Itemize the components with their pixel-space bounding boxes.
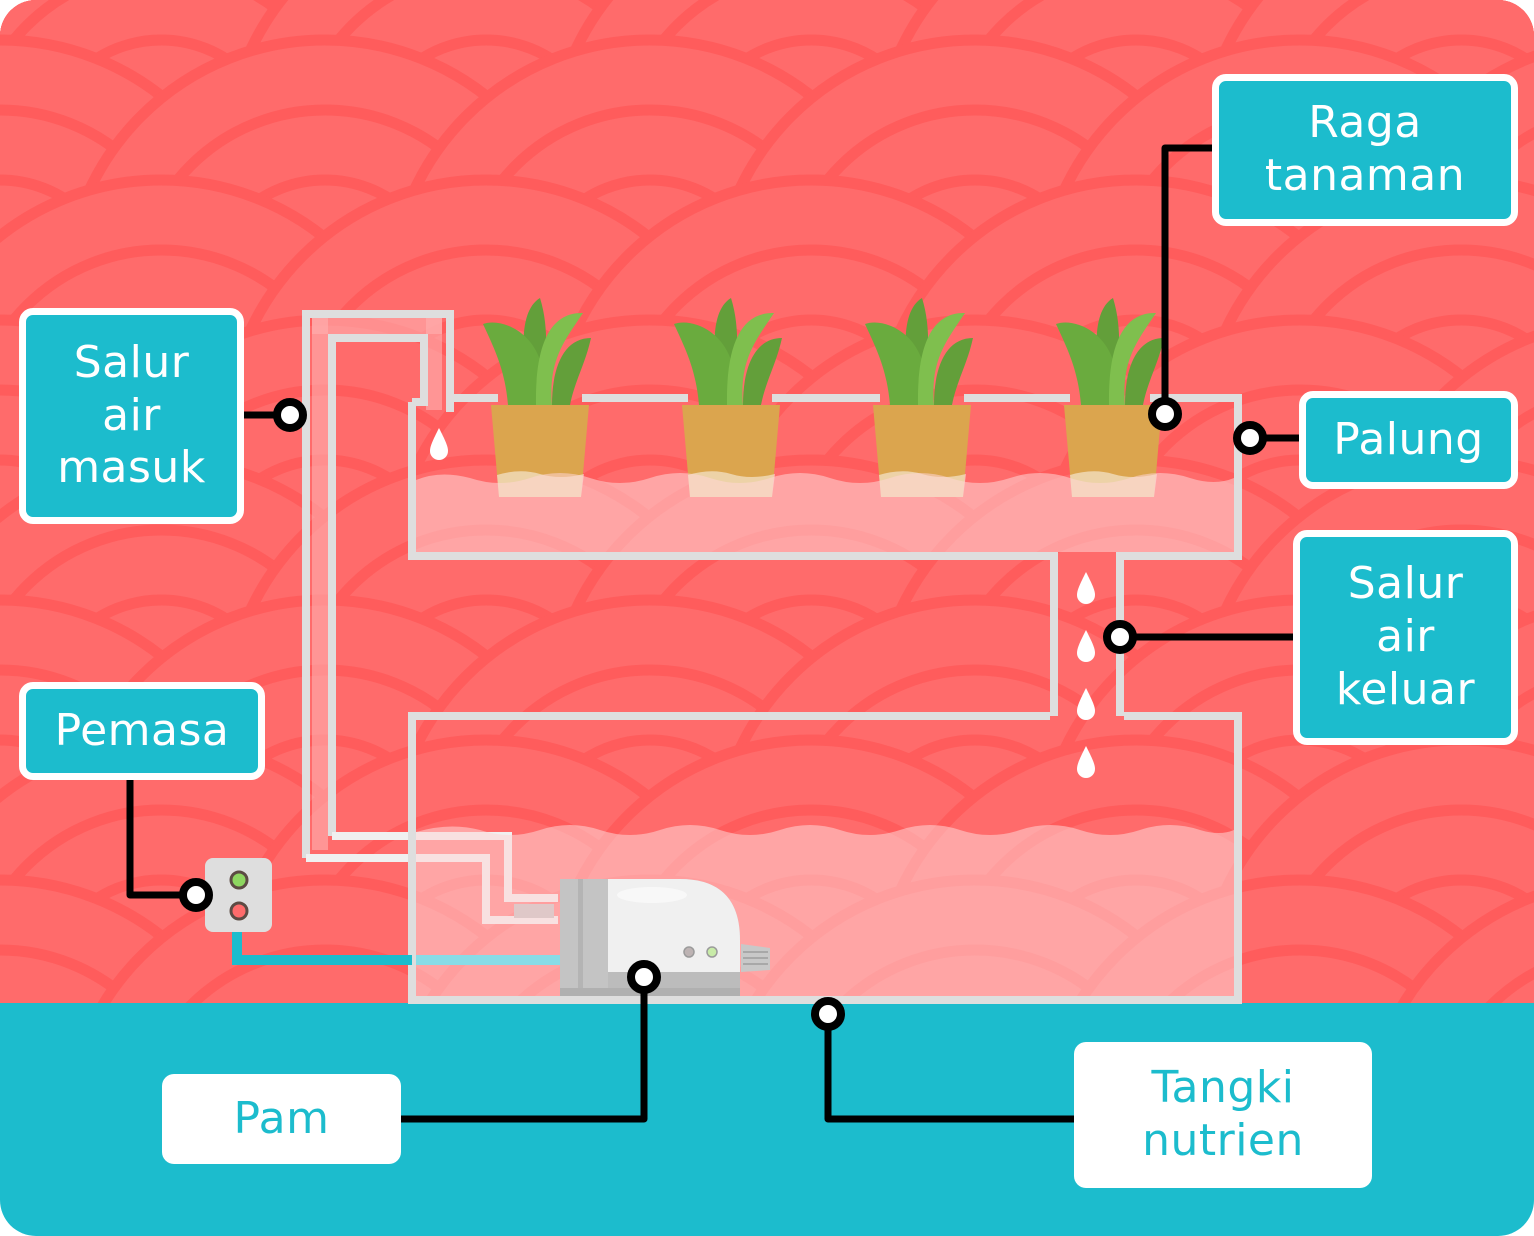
leaf	[535, 312, 583, 405]
label-text: Tangki nutrien	[1142, 1062, 1304, 1166]
leaf	[1108, 312, 1156, 405]
timer-green-light-icon	[229, 870, 249, 890]
label-trough: Palung	[1299, 391, 1518, 489]
dot-nutrient-tank	[811, 997, 845, 1031]
leaf	[743, 338, 782, 405]
wave-arc	[183, 944, 467, 1005]
water-drop-icon	[1077, 630, 1095, 662]
label-timer: Pemasa	[19, 682, 265, 780]
leaf	[934, 338, 973, 405]
wave-arc	[1396, 890, 1534, 1005]
label-nutrient-tank: Tangki nutrien	[1074, 1042, 1372, 1188]
leaf	[1056, 322, 1118, 405]
timer-red-light-icon	[229, 901, 249, 921]
dot-pump	[627, 960, 661, 994]
label-text: Raga tanaman	[1264, 97, 1466, 201]
leaf	[726, 312, 774, 405]
trough	[408, 394, 1242, 716]
plant	[674, 298, 782, 497]
dot-trough	[1233, 421, 1267, 455]
trough-water	[416, 473, 1234, 552]
leader-plant-holder	[1161, 144, 1216, 414]
leaf	[1125, 338, 1164, 405]
label-text: Salur air keluar	[1335, 558, 1476, 715]
dot-inlet-pipe	[273, 398, 307, 432]
leaf	[674, 322, 736, 405]
leaf	[483, 322, 545, 405]
water-drop-icon	[430, 428, 448, 460]
label-plant-holder: Raga tanaman	[1212, 74, 1518, 226]
label-text: Pam	[233, 1092, 330, 1144]
leaf	[865, 322, 927, 405]
timer-cable	[232, 930, 412, 965]
dot-plant-holder	[1148, 397, 1182, 431]
label-outlet-pipe: Salur air keluar	[1293, 530, 1518, 745]
label-text: Palung	[1333, 413, 1484, 465]
connector-dots	[179, 397, 1267, 1031]
dot-timer	[179, 878, 213, 912]
dot-outlet-pipe	[1103, 620, 1137, 654]
timer-device	[205, 858, 272, 932]
pump-grey-light-icon	[683, 946, 695, 958]
outlet-drips	[1077, 572, 1095, 778]
label-pump: Pam	[162, 1074, 401, 1164]
leaf	[552, 338, 591, 405]
tank-water	[416, 825, 1234, 996]
leader-nutrient-tank	[824, 1014, 1076, 1123]
leader-pump	[400, 977, 648, 1123]
water-drop-icon	[1077, 688, 1095, 720]
leader-timer	[126, 776, 196, 899]
label-text: Pemasa	[54, 704, 230, 756]
leaf	[917, 312, 965, 405]
water-drop-icon	[1077, 746, 1095, 778]
label-text: Salur air masuk	[57, 336, 206, 494]
water-drop-icon	[1077, 572, 1095, 604]
pump-green-light-icon	[706, 946, 718, 958]
label-inlet-pipe: Salur air masuk	[19, 308, 244, 524]
wave-arc	[1158, 944, 1442, 1005]
plant	[865, 298, 973, 497]
